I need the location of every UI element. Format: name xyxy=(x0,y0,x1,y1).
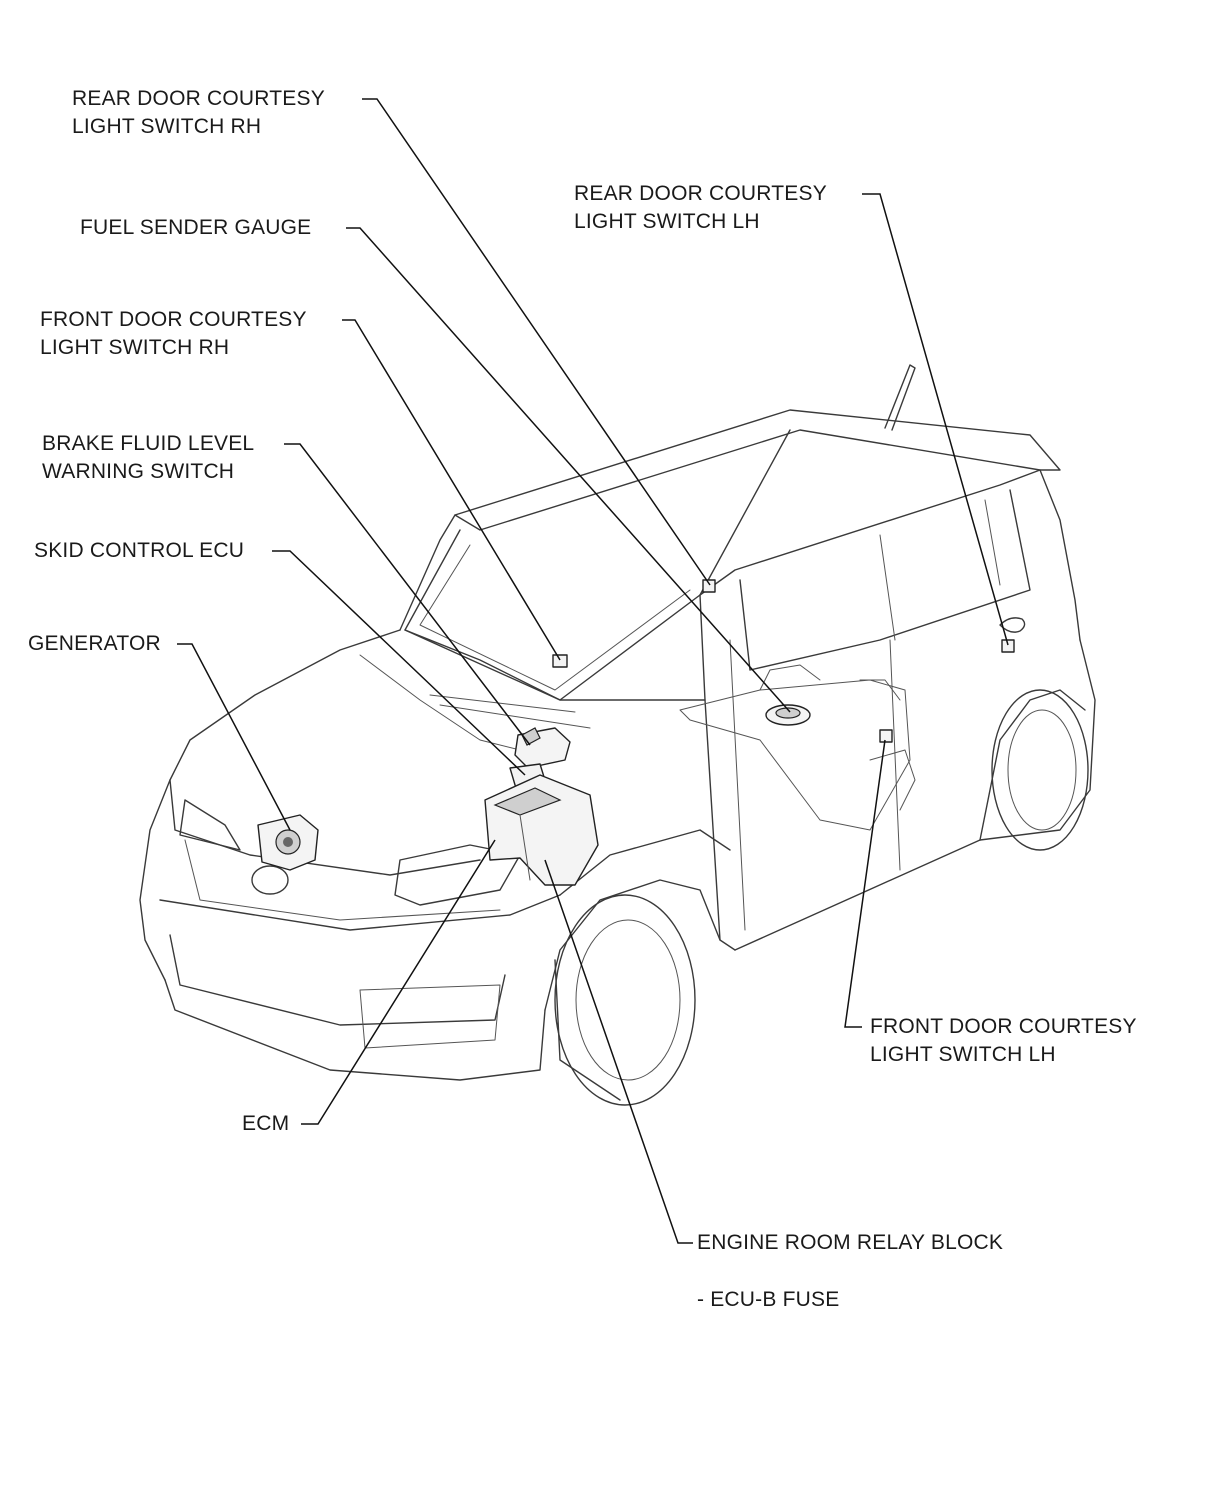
label-front-door-courtesy-light-switch-lh: FRONT DOOR COURTESY LIGHT SWITCH LH xyxy=(870,1013,1137,1069)
leader-engine-room-relay xyxy=(544,859,693,1244)
generator-component xyxy=(257,814,319,871)
fuel-sender-gauge-component xyxy=(765,704,811,726)
label-line: ENGINE ROOM RELAY BLOCK xyxy=(697,1231,1004,1254)
leader-brake-fluid xyxy=(284,443,531,746)
ecm-engine-room-relay-block-component xyxy=(484,774,599,886)
label-fuel-sender-gauge: FUEL SENDER GAUGE xyxy=(80,214,311,242)
courtesy-switch-parts xyxy=(552,579,1015,743)
leader-rear-door-lh xyxy=(862,193,1009,646)
label-line: SKID CONTROL ECU xyxy=(34,539,245,562)
label-line: - ECU-B FUSE xyxy=(697,1288,840,1311)
leader-generator xyxy=(177,643,291,831)
label-rear-door-courtesy-light-switch-rh: REAR DOOR COURTESY LIGHT SWITCH RH xyxy=(72,85,325,141)
label-line: FUEL SENDER GAUGE xyxy=(80,216,312,239)
brake-fluid-reservoir-component xyxy=(514,727,571,769)
label-front-door-courtesy-light-switch-rh: FRONT DOOR COURTESY LIGHT SWITCH RH xyxy=(40,306,307,362)
vehicle-body xyxy=(139,364,1096,1106)
label-line: GENERATOR xyxy=(28,632,161,655)
label-engine-room-relay-block: ENGINE ROOM RELAY BLOCK xyxy=(697,1229,1003,1257)
label-line: BRAKE FLUID LEVEL xyxy=(42,432,255,455)
label-ecm: ECM xyxy=(242,1110,289,1138)
leader-front-door-rh xyxy=(342,319,561,661)
label-brake-fluid-level-warning-switch: BRAKE FLUID LEVEL WARNING SWITCH xyxy=(42,430,254,486)
label-line: LIGHT SWITCH LH xyxy=(574,210,760,233)
label-generator: GENERATOR xyxy=(28,630,161,658)
label-line: WARNING SWITCH xyxy=(42,460,235,483)
leader-skid-control xyxy=(272,550,526,776)
label-rear-door-courtesy-light-switch-lh: REAR DOOR COURTESY LIGHT SWITCH LH xyxy=(574,180,827,236)
leader-ecm xyxy=(301,839,496,1125)
leader-rear-door-rh xyxy=(362,98,711,586)
label-line: FRONT DOOR COURTESY xyxy=(870,1015,1137,1038)
label-line: FRONT DOOR COURTESY xyxy=(40,308,307,331)
label-line: LIGHT SWITCH RH xyxy=(40,336,230,359)
leader-lines xyxy=(177,98,1009,1244)
leader-front-door-lh xyxy=(844,739,886,1028)
label-skid-control-ecu: SKID CONTROL ECU xyxy=(34,537,244,565)
label-line: ECM xyxy=(242,1112,290,1135)
label-line: LIGHT SWITCH RH xyxy=(72,115,262,138)
label-ecu-b-fuse: - ECU-B FUSE xyxy=(697,1286,839,1314)
label-line: LIGHT SWITCH LH xyxy=(870,1043,1056,1066)
label-line: REAR DOOR COURTESY xyxy=(72,87,325,110)
leader-fuel-sender xyxy=(346,227,791,713)
label-line: REAR DOOR COURTESY xyxy=(574,182,827,205)
